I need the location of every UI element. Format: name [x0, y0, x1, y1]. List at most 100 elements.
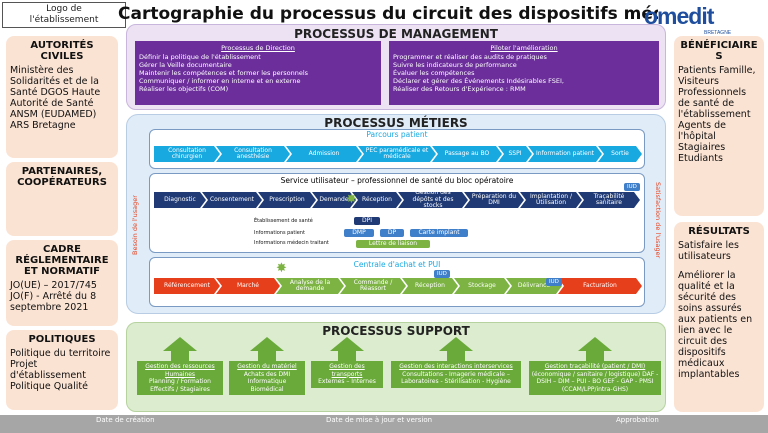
metiers-section: PROCESSUS MÉTIERS Besoin de l'usager Sat…: [126, 114, 666, 314]
support-head: Gestion des interactions interservices: [399, 363, 513, 370]
direction-item: Gérer la Veille documentaire: [139, 61, 232, 69]
arrow-stem: [338, 350, 356, 362]
centrale-lane: Centrale d'achat et PUI Référencement Ma…: [149, 257, 645, 307]
service-step: Gestion des dépôts et des stocks: [398, 192, 468, 208]
support-col: Gestion traçabilité (patient / DMI) (éco…: [529, 337, 661, 411]
support-title: PROCESSUS SUPPORT: [322, 324, 470, 338]
partenaires-box: PARTENAIRES, COOPÉRATEURS: [6, 162, 118, 236]
footer-creation: Date de création: [96, 416, 155, 424]
support-body: Planning / Formation Effectifs / Stagiai…: [149, 378, 211, 393]
support-col: Gestion des interactions interservices C…: [391, 337, 521, 411]
parcours-step: PEC paramédicale et médicale: [358, 146, 436, 162]
support-col: Gestion des transports Externes – Intern…: [311, 337, 383, 411]
arrow-stem: [171, 350, 189, 362]
direction-item: Communiquer / informer en interne et en …: [139, 77, 301, 85]
service-step: Préparation du DMI: [464, 192, 524, 208]
centrale-title: Centrale d'achat et PUI: [353, 260, 441, 269]
support-box: Gestion des interactions interservices C…: [391, 361, 521, 388]
centrale-step: Facturation: [558, 278, 642, 294]
politiques-title: POLITIQUES: [28, 334, 96, 345]
iud-tag: IUD: [434, 270, 450, 278]
amelioration-item: Suivre les indicateurs de performance: [393, 61, 517, 69]
beneficiaires-body: Patients Famille, Visiteurs Professionne…: [678, 65, 756, 164]
support-body: Achats des DMI Informatique Biomédical: [243, 370, 291, 393]
beneficiaires-box: BÉNÉFICIAIRES Patients Famille, Visiteur…: [674, 36, 764, 216]
amelioration-box: Piloter l'amélioration Programmer et réa…: [389, 41, 659, 105]
info-patient-label: Informations patient: [254, 230, 305, 236]
centrale-step: Stockage: [454, 278, 510, 294]
amelioration-head: Piloter l'amélioration: [490, 44, 558, 52]
amelioration-item: Programmer et réaliser des audits de pra…: [393, 53, 547, 61]
parcours-step: Consultation chirurgien: [154, 146, 220, 162]
besoin-label: Besoin de l'usager: [131, 195, 139, 255]
brand-sub: BRETAGNE: [704, 30, 732, 36]
iud-tag: IUD: [546, 278, 562, 286]
support-col: Gestion du matériel Achats des DMI Infor…: [229, 337, 305, 411]
arrow-stem: [586, 350, 604, 362]
support-body: Consultations - Imagerie médicale – Labo…: [401, 370, 511, 386]
service-step: Consentement: [202, 192, 262, 208]
support-head: Gestion des ressources Humaines: [145, 363, 215, 378]
amelioration-item: Évaluer les compétences: [393, 69, 475, 77]
parcours-step: Passage au BO: [432, 146, 502, 162]
info-medecin-label: Informations médecin traitant: [254, 240, 329, 246]
arrow-up-icon: [163, 337, 197, 351]
parcours-step: SSPI: [498, 146, 532, 162]
resultats-box: RÉSULTATS Satisfaire les utilisateurs Am…: [674, 222, 764, 412]
dmp-pill: DMP: [344, 229, 374, 237]
parcours-title: Parcours patient: [366, 130, 428, 139]
cadre-body: JO(UE) – 2017/745 JO(F) - Arrêté du 8 se…: [10, 280, 97, 313]
support-box: Gestion traçabilité (patient / DMI) (éco…: [529, 361, 661, 395]
service-step: Prescription: [258, 192, 316, 208]
support-box: Gestion des ressources Humaines Planning…: [137, 361, 223, 395]
satisfaction-label: Satisfaction de l'usager: [654, 181, 662, 259]
autorites-title: AUTORITÉS CIVILES: [30, 40, 94, 62]
footer-maj: Date de mise à jour et version: [326, 416, 433, 424]
management-section: PROCESSUS DE MANAGEMENT Processus de Dir…: [126, 24, 666, 110]
direction-item: Réaliser les objectifs (COM): [139, 85, 229, 93]
support-head: Gestion du matériel: [237, 363, 297, 370]
direction-box: Processus de Direction Définir la politi…: [135, 41, 381, 105]
service-lane: Service utilisateur – professionnel de s…: [149, 173, 645, 253]
arrow-up-icon: [578, 337, 612, 351]
arrow-up-icon: [330, 337, 364, 351]
management-title: PROCESSUS DE MANAGEMENT: [294, 27, 498, 41]
parcours-step: Consultation anesthésie: [216, 146, 290, 162]
service-step: Réception: [352, 192, 402, 208]
iud-tag: IUD: [624, 183, 640, 191]
service-step: Traçabilité sanitaire: [578, 192, 640, 208]
parcours-step: Information patient: [528, 146, 602, 162]
support-head: Gestion des transports: [329, 363, 365, 378]
autorites-box: AUTORITÉS CIVILES Ministère des Solidari…: [6, 36, 118, 158]
centrale-step: Marché: [216, 278, 280, 294]
support-section: PROCESSUS SUPPORT Gestion des ressources…: [126, 322, 666, 412]
lettre-pill: Lettre de liaison: [356, 240, 430, 248]
support-box: Gestion du matériel Achats des DMI Infor…: [229, 361, 305, 395]
service-step: Diagnostic: [154, 192, 206, 208]
partenaires-title: PARTENAIRES, COOPÉRATEURS: [17, 166, 107, 188]
star-icon: ✸: [276, 261, 287, 276]
amelioration-item: Réaliser des Retours d'Expérience : RMM: [393, 85, 526, 93]
resultats-body1: Satisfaire les utilisateurs: [678, 240, 739, 262]
logo-placeholder: Logo de l'établissement: [2, 2, 126, 28]
support-body: Externes – Internes: [318, 378, 376, 385]
footer-bar: Date de création Date de mise à jour et …: [0, 415, 768, 433]
resultats-body2: Améliorer la qualité et la sécurité des …: [678, 270, 753, 380]
parcours-step: Sortie: [598, 146, 642, 162]
direction-head: Processus de Direction: [221, 44, 295, 52]
service-step: Implantation / Utilisation: [520, 192, 582, 208]
info-etab-label: Établissement de santé: [254, 218, 313, 224]
service-step: Demande: [312, 192, 356, 208]
amelioration-item: Déclarer et gérer des Événements Indésir…: [393, 77, 564, 85]
autorites-body: Ministère des Solidarités et de la Santé…: [10, 65, 101, 131]
politiques-box: POLITIQUES Politique du territoire Proje…: [6, 330, 118, 410]
centrale-step: Analyse de la demande: [276, 278, 344, 294]
resultats-title: RÉSULTATS: [688, 226, 750, 237]
support-box: Gestion des transports Externes – Intern…: [311, 361, 383, 388]
cadre-box: CADRE RÉGLEMENTAIRE ET NORMATIF JO(UE) –…: [6, 240, 118, 326]
direction-item: Définir la politique de l'établissement: [139, 53, 261, 61]
page-title: Cartographie du processus du circuit des…: [118, 4, 658, 24]
arrow-up-icon: [250, 337, 284, 351]
centrale-step: Commande / Réassort: [340, 278, 406, 294]
arrow-up-icon: [439, 337, 473, 351]
